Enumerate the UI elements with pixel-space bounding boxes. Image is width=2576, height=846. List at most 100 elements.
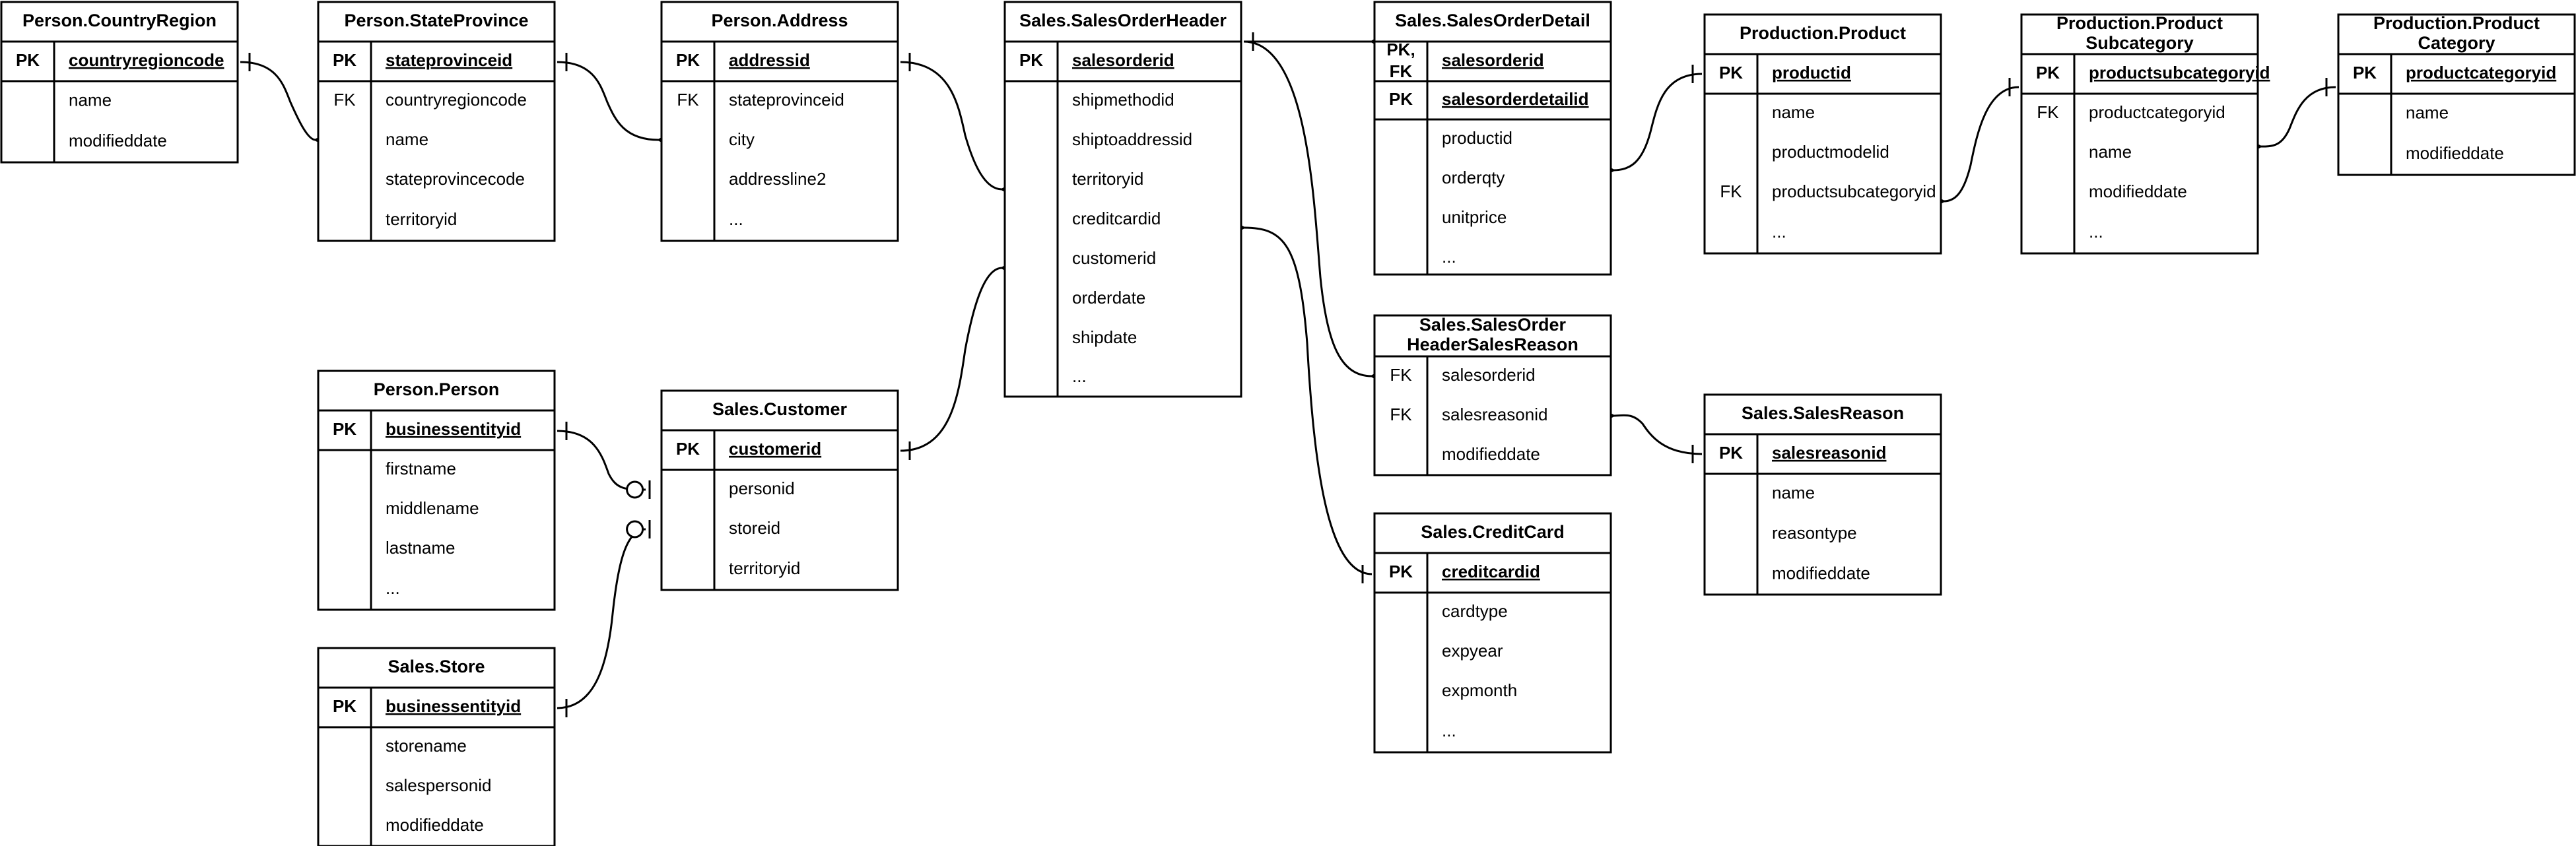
column-name: ... — [1772, 222, 1786, 242]
column-name: orderqty — [1442, 168, 1505, 187]
key-indicator: FK — [1390, 61, 1413, 81]
relationship-rel-store-customer[interactable] — [557, 520, 651, 717]
relationship-line[interactable] — [240, 61, 316, 141]
cardinality-zero-marker — [626, 480, 644, 499]
key-indicator: PK — [1389, 89, 1413, 109]
table-title: HeaderSalesReason — [1407, 335, 1578, 354]
relationship-line[interactable] — [1613, 73, 1703, 172]
column-name: salesorderid — [1072, 50, 1174, 70]
column-name: salesorderid — [1442, 365, 1536, 385]
column-name: productid — [1772, 63, 1851, 82]
table-border — [660, 389, 899, 591]
table-title: Production.Product — [2373, 13, 2540, 33]
column-name: ... — [386, 578, 400, 598]
column-name: modifieddate — [386, 815, 484, 835]
column-name: personid — [729, 478, 795, 498]
column-name: stateprovinceid — [729, 90, 844, 110]
column-name: expyear — [1442, 641, 1503, 661]
column-name: name — [2089, 142, 2132, 162]
table-title: Sales.Customer — [712, 399, 848, 419]
column-name: countryregioncode — [69, 50, 224, 70]
column-name: firstname — [386, 459, 456, 478]
column-name: salesorderid — [1442, 50, 1544, 70]
relationship-line[interactable] — [1243, 40, 1373, 377]
relationship-rel-creditcard-salesorderheader[interactable] — [1223, 216, 1373, 583]
key-indicator: PK — [676, 50, 700, 70]
relationship-line[interactable] — [1613, 414, 1703, 455]
table-title: Person.Address — [711, 11, 848, 30]
column-name: modifieddate — [1772, 563, 1870, 583]
relationship-rel-stateprovince-address[interactable] — [557, 53, 679, 152]
relationship-line[interactable] — [1243, 226, 1373, 575]
column-name: salespersonid — [386, 775, 491, 795]
relationship-line[interactable] — [557, 61, 660, 141]
key-indicator: PK — [2353, 63, 2377, 82]
column-name: modifieddate — [1442, 444, 1540, 464]
table-border — [1703, 13, 1942, 255]
relationship-rel-address-salesorderheader[interactable] — [900, 53, 1023, 201]
table-title: Production.Product — [2056, 13, 2223, 33]
key-indicator: PK — [333, 50, 356, 70]
table-title: Person.StateProvince — [344, 11, 528, 30]
table-border — [1703, 393, 1942, 596]
relationship-rel-customer-salesorderheader[interactable] — [900, 256, 1023, 460]
table-title: Category — [2418, 33, 2495, 53]
column-name: addressid — [729, 50, 810, 70]
column-name: customerid — [1072, 248, 1156, 268]
table-border — [1373, 314, 1612, 476]
column-name: ... — [1442, 721, 1456, 740]
relationship-line[interactable] — [557, 528, 646, 709]
column-name: shipdate — [1072, 327, 1137, 347]
column-name: cardtype — [1442, 601, 1508, 621]
relationship-line[interactable] — [2260, 86, 2336, 148]
relationship-rel-salesorderheader-salesreasonlink[interactable] — [1243, 32, 1392, 388]
column-name: name — [386, 129, 428, 149]
table-title: Sales.SalesOrderHeader — [1019, 11, 1227, 30]
relationship-line[interactable] — [557, 430, 646, 491]
entity-table-sales-salesorderdetail[interactable]: Sales.SalesOrderDetailPK,FKsalesorderidP… — [1373, 1, 1612, 276]
column-name: territoryid — [1072, 169, 1143, 189]
column-name: territoryid — [729, 558, 800, 578]
table-border — [660, 1, 899, 242]
key-indicator: FK — [333, 90, 356, 110]
table-title: Person.CountryRegion — [22, 11, 217, 30]
key-indicator: PK — [333, 696, 356, 716]
column-name: ... — [1442, 247, 1456, 267]
column-name: modifieddate — [2089, 181, 2187, 201]
column-name: name — [69, 90, 112, 110]
column-name: orderdate — [1072, 288, 1145, 308]
relationship-line[interactable] — [1943, 86, 2019, 203]
column-name: city — [729, 129, 755, 149]
table-border — [317, 1, 556, 242]
column-name: salesreasonid — [1442, 405, 1547, 424]
column-name: territoryid — [386, 209, 457, 229]
column-name: storeid — [729, 518, 780, 538]
column-name: middlename — [386, 498, 479, 518]
key-indicator: FK — [677, 90, 699, 110]
column-name: name — [2406, 102, 2449, 122]
column-name: businessentityid — [386, 419, 521, 439]
column-name: name — [1772, 102, 1815, 122]
key-indicator: FK — [1720, 181, 1742, 201]
relationship-rel-person-customer[interactable] — [557, 422, 651, 499]
column-name: shipmethodid — [1072, 90, 1174, 110]
relationship-line[interactable] — [900, 61, 1003, 191]
relationship-line[interactable] — [900, 267, 1003, 452]
table-border — [1373, 512, 1612, 754]
table-title: Production.Product — [1740, 23, 1906, 43]
